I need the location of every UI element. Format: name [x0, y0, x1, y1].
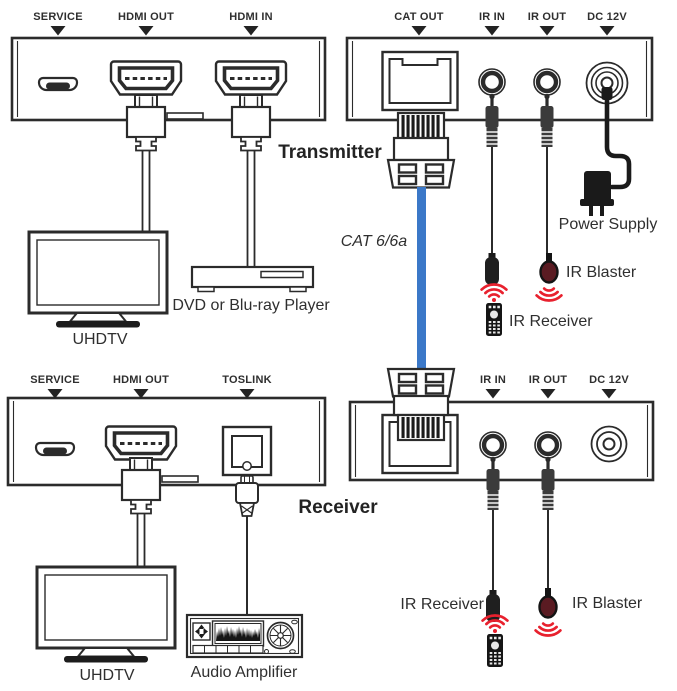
waveform-icon	[216, 626, 260, 641]
pointer-triangle-icon	[601, 389, 617, 399]
rj45-plug-bottom	[386, 367, 456, 442]
uhdtv-top-label: UHDTV	[72, 331, 127, 348]
ir-blaster-bottom-label: IR Blaster	[572, 595, 643, 612]
ir-receiver-assembly-bottom: IR Receiver	[400, 456, 509, 669]
ir-out-jack	[535, 432, 561, 458]
remote-control-icon	[485, 632, 505, 669]
hdmi-plug-tab	[166, 112, 204, 120]
micro-usb-port	[37, 76, 79, 92]
toslink-cable	[235, 475, 259, 616]
hdmi-cable-to-tv-bottom	[120, 456, 199, 568]
hdmi-out-port	[104, 424, 178, 462]
ir-in-port-label: IR IN	[479, 11, 505, 23]
hdmi-cable-to-tv-top	[125, 93, 204, 233]
dc-plug	[601, 87, 613, 100]
ir-signal-icon	[535, 287, 563, 302]
ir-receiver-assembly-top: IR Receiver	[480, 93, 593, 338]
uhdtv-bottom-label: UHDTV	[79, 667, 134, 684]
ir-in-jack	[479, 69, 505, 95]
dc-jack	[590, 425, 628, 463]
pointer-triangle-icon	[485, 389, 501, 399]
hdmi-out-port	[109, 59, 183, 97]
cat-out-port-label: CAT OUT	[394, 11, 444, 23]
ir-blaster-bulb-icon	[538, 586, 558, 619]
ir-receiver-top-label: IR Receiver	[509, 313, 593, 330]
dvd-foot	[289, 286, 307, 293]
tv-icon	[35, 565, 177, 664]
hdmi-out-port-label: HDMI OUT	[113, 374, 169, 386]
micro-usb-port	[34, 441, 76, 457]
ir-signal-icon	[534, 622, 562, 637]
cat-cable-label: CAT 6/6a	[341, 233, 408, 250]
ir-receiver-head-icon	[485, 253, 499, 285]
dvd-player: DVD or Blu-ray Player	[172, 265, 330, 314]
toslink-port	[221, 425, 273, 477]
pointer-triangle-icon	[411, 26, 427, 36]
power-cable	[604, 95, 632, 190]
hdmi-plug-tab	[161, 475, 199, 483]
power-adapter-body	[584, 171, 611, 202]
ir-out-jack	[534, 69, 560, 95]
ir-blaster-top-label: IR Blaster	[566, 264, 637, 281]
power-supply: Power Supply	[559, 87, 658, 233]
ir-blaster-assembly-top: IR Blaster	[535, 93, 637, 302]
ir-in-jack	[480, 432, 506, 458]
transmitter-label: Transmitter	[278, 142, 382, 163]
transmitter-back-panel: CAT OUT IR IN IR OUT DC 12V	[345, 11, 654, 122]
rj45-plug-top	[386, 111, 456, 189]
uhdtv-bottom: UHDTV	[35, 565, 177, 684]
power-supply-label: Power Supply	[559, 216, 658, 233]
arrow-pad-icon	[195, 624, 208, 639]
receiver-label: Receiver	[298, 497, 378, 518]
receiver-front-panel: SERVICE HDMI OUT TOSLINK	[6, 374, 327, 487]
service-port-label: SERVICE	[30, 374, 80, 386]
pointer-triangle-icon	[138, 26, 154, 36]
dvd-foot	[197, 286, 215, 293]
hdmi-in-port-label: HDMI IN	[229, 11, 273, 23]
dvd-label: DVD or Blu-ray Player	[172, 297, 330, 314]
dc-port-label: DC 12V	[587, 11, 627, 23]
pointer-triangle-icon	[599, 26, 615, 36]
ir-signal-icon	[480, 283, 508, 304]
ir-out-port-label: IR OUT	[529, 374, 568, 386]
hdmi-in-port	[214, 59, 288, 97]
audio-amplifier: Audio Amplifier	[185, 613, 304, 681]
pointer-triangle-icon	[484, 26, 500, 36]
dvd-slot	[260, 270, 304, 279]
pointer-triangle-icon	[243, 26, 259, 36]
uhdtv-top: UHDTV	[27, 230, 169, 348]
toslink-port-label: TOSLINK	[222, 374, 271, 386]
ir-receiver-bottom-label: IR Receiver	[400, 596, 484, 613]
dc-port-label: DC 12V	[589, 374, 629, 386]
tv-icon	[27, 230, 169, 329]
service-port-label: SERVICE	[33, 11, 83, 23]
toslink-plug	[235, 482, 259, 504]
amplifier-label: Audio Amplifier	[191, 664, 298, 681]
ir-blaster-bulb-icon	[539, 251, 559, 284]
hdmi-out-port-label: HDMI OUT	[118, 11, 174, 23]
pointer-triangle-icon	[50, 26, 66, 36]
amplifier-control-pad	[192, 622, 211, 641]
rj45-pins	[401, 417, 440, 438]
power-adapter-base	[580, 199, 614, 206]
hdmi-cable-to-dvd	[230, 93, 272, 268]
ir-blaster-assembly-bottom: IR Blaster	[534, 456, 643, 637]
power-prong	[589, 206, 593, 216]
ir-in-port-label: IR IN	[480, 374, 506, 386]
cat-cable	[417, 187, 426, 370]
pointer-triangle-icon	[539, 26, 555, 36]
pointer-triangle-icon	[540, 389, 556, 399]
transmitter-front-panel: SERVICE HDMI OUT HDMI IN	[10, 11, 327, 122]
power-prong	[600, 206, 604, 216]
ir-out-port-label: IR OUT	[528, 11, 567, 23]
remote-control-icon	[484, 301, 504, 338]
rj45-port	[381, 50, 459, 112]
rj45-pins	[401, 115, 440, 137]
